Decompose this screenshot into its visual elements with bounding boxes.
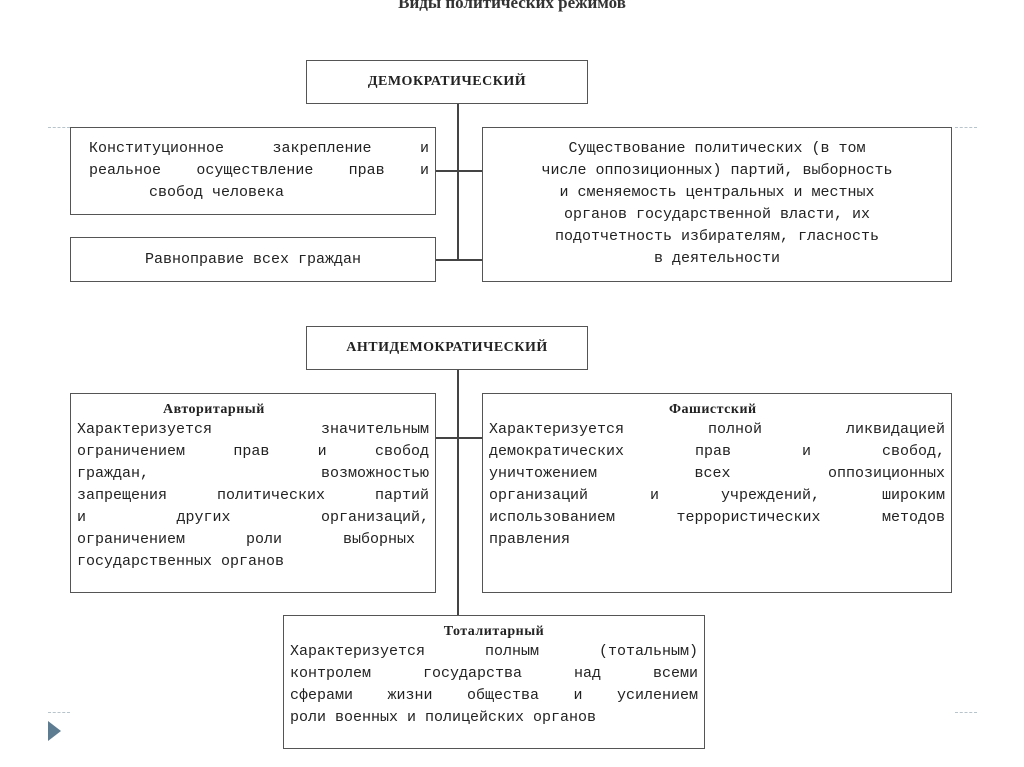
dem-right-line-2: числе оппозиционных) партий, выборность xyxy=(541,162,893,179)
connector-dem-left-bottom xyxy=(436,259,482,261)
totalitarian-title: Тоталитарный xyxy=(443,624,545,639)
dem-left-top-line-2: реальное осуществление прав и xyxy=(89,162,429,179)
slide-guide-bottom-right xyxy=(955,712,977,713)
connector-dem-left-top xyxy=(436,170,482,172)
dem-left-top-line-3: свобод человека xyxy=(149,184,285,201)
democratic-header-box: ДЕМОКРАТИЧЕСКИЙ xyxy=(306,60,588,104)
fascist-box: Фашистский Характеризуется полной ликвид… xyxy=(482,393,952,593)
authoritarian-line-5: и других организаций, xyxy=(77,509,429,526)
totalitarian-line-2: контролем государства над всеми xyxy=(290,665,698,682)
authoritarian-line-3: граждан, возможностью xyxy=(77,465,429,482)
fascist-line-2: демократических прав и свобод, xyxy=(489,443,945,460)
dem-right-line-5: подотчетность избирателям, гласность xyxy=(554,228,880,245)
authoritarian-line-1: Характеризуется значительным xyxy=(77,421,429,438)
dem-left-bottom-box: Равноправие всех граждан xyxy=(70,237,436,282)
triangle-right-icon[interactable] xyxy=(48,721,61,741)
totalitarian-line-4: роли военных и полицейских органов xyxy=(290,709,597,726)
dem-right-box: Существование политических (в том числе … xyxy=(482,127,952,282)
dem-left-top-line-1: Конституционное закрепление и xyxy=(89,140,429,157)
authoritarian-line-4: запрещения политических партий xyxy=(77,487,429,504)
dem-right-line-4: органов государственной власти, их xyxy=(563,206,871,223)
dem-right-line-3: и сменяемость центральных и местных xyxy=(559,184,875,201)
authoritarian-title: Авторитарный xyxy=(163,402,265,417)
authoritarian-line-6: ограничением роли выборных xyxy=(77,531,415,548)
democratic-header: ДЕМОКРАТИЧЕСКИЙ xyxy=(367,74,527,89)
connector-dem-trunk xyxy=(457,104,459,261)
dem-left-top-box: Конституционное закрепление и реальное о… xyxy=(70,127,436,215)
fascist-line-6: правления xyxy=(489,531,571,548)
dem-right-line-6: в деятельности xyxy=(653,250,781,267)
authoritarian-line-2: ограничением прав и свобод xyxy=(77,443,429,460)
totalitarian-box: Тоталитарный Характеризуется полным (тот… xyxy=(283,615,705,749)
totalitarian-line-1: Характеризуется полным (тотальным) xyxy=(290,643,698,660)
fascist-line-1: Характеризуется полной ликвидацией xyxy=(489,421,945,438)
fascist-line-3: уничтожением всех оппозиционных xyxy=(489,465,945,482)
dem-right-line-1: Существование политических (в том xyxy=(568,140,866,157)
dem-left-bottom-text: Равноправие всех граждан xyxy=(144,251,362,268)
totalitarian-line-3: сферами жизни общества и усилением xyxy=(290,687,698,704)
antidemocratic-header: АНТИДЕМОКРАТИЧЕСКИЙ xyxy=(346,340,548,355)
slide-guide-top-right xyxy=(955,127,977,128)
diagram-title: Виды политических режимов xyxy=(398,0,626,12)
fascist-title: Фашистский xyxy=(669,402,757,417)
connector-anti-trunk xyxy=(457,370,459,615)
slide-guide-top-left xyxy=(48,127,70,128)
antidemocratic-header-box: АНТИДЕМОКРАТИЧЕСКИЙ xyxy=(306,326,588,370)
authoritarian-line-7: государственных органов xyxy=(77,553,285,570)
authoritarian-box: Авторитарный Характеризуется значительны… xyxy=(70,393,436,593)
fascist-line-5: использованием террористических методов xyxy=(489,509,945,526)
slide-guide-bottom-left xyxy=(48,712,70,713)
connector-anti-horizontal xyxy=(436,437,482,439)
fascist-line-4: организаций и учреждений, широким xyxy=(489,487,945,504)
